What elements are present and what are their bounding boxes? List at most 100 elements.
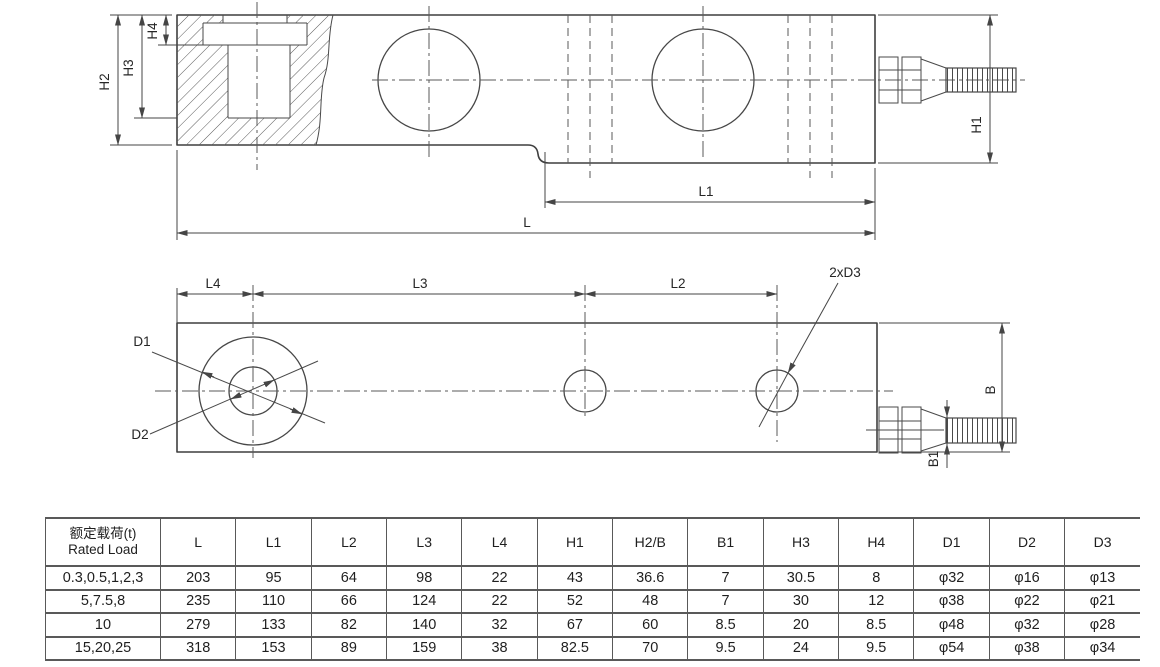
plan-body-outline — [176, 322, 878, 453]
value-cell: 20 — [762, 613, 839, 637]
value-cell: 52 — [536, 589, 613, 613]
rated-load-cell: 0.3,0.5,1,2,3 — [45, 566, 161, 590]
column-header: H1 — [536, 518, 613, 566]
value-cell: 30 — [762, 589, 839, 613]
column-header: L — [159, 518, 236, 566]
value-cell: 30.5 — [762, 566, 839, 590]
dim-label-H1: H1 — [969, 116, 984, 133]
value-cell: φ38 — [988, 636, 1065, 660]
value-cell: 22 — [461, 589, 538, 613]
column-header: D2 — [988, 518, 1065, 566]
value-cell: 133 — [235, 613, 312, 637]
value-cell: φ34 — [1064, 636, 1140, 660]
value-cell: φ22 — [988, 589, 1065, 613]
value-cell: φ21 — [1064, 589, 1140, 613]
dim-L1: L1 — [544, 152, 876, 240]
dim-label-B1: B1 — [926, 451, 941, 468]
value-cell: 203 — [159, 566, 236, 590]
callout-2xD3: 2xD3 — [758, 265, 861, 428]
rated-load-cell: 15,20,25 — [45, 636, 161, 660]
value-cell: 8.5 — [687, 613, 764, 637]
value-cell: 36.6 — [612, 566, 688, 590]
value-cell: 32 — [461, 613, 538, 637]
thread-stud-plan — [945, 417, 1017, 444]
dim-H3: H3 — [121, 14, 177, 119]
dim-L: L — [176, 150, 876, 240]
value-cell: 64 — [310, 566, 387, 590]
value-cell: 153 — [235, 636, 312, 660]
cable-gland-plan — [866, 406, 1017, 454]
column-header: H3 — [762, 518, 839, 566]
value-cell: 89 — [310, 636, 387, 660]
cable-gland-side — [878, 56, 1017, 104]
value-cell: 67 — [536, 613, 613, 637]
value-cell: 22 — [461, 566, 538, 590]
dim-label-H3: H3 — [121, 59, 136, 76]
dim-label-H4: H4 — [145, 22, 160, 40]
value-cell: 318 — [159, 636, 236, 660]
dim-label-L3: L3 — [412, 276, 427, 291]
rated-load-cell: 5,7.5,8 — [45, 589, 161, 613]
hidden-lines — [567, 15, 833, 178]
dim-L4: L4 — [176, 276, 254, 323]
callout-D2: D2 — [131, 360, 319, 442]
rated-load-header-en: Rated Load — [68, 542, 138, 557]
column-header: H4 — [838, 518, 914, 566]
value-cell: 9.5 — [687, 636, 764, 660]
value-cell: φ32 — [913, 566, 990, 590]
rated-load-header: 额定载荷(t) Rated Load — [45, 518, 161, 566]
section-hatch-and-bolt — [177, 14, 334, 146]
value-cell: φ32 — [988, 613, 1065, 637]
side-body-outline — [176, 14, 876, 164]
value-cell: 159 — [386, 636, 462, 660]
column-header: L2 — [310, 518, 387, 566]
callout-D1: D1 — [133, 334, 326, 424]
value-cell: 70 — [612, 636, 688, 660]
value-cell: 140 — [386, 613, 462, 637]
value-cell: 24 — [762, 636, 839, 660]
column-header: D3 — [1064, 518, 1140, 566]
value-cell: 43 — [536, 566, 613, 590]
value-cell: 7 — [687, 589, 764, 613]
value-cell: 9.5 — [838, 636, 914, 660]
value-cell: φ54 — [913, 636, 990, 660]
column-header: D1 — [913, 518, 990, 566]
value-cell: 60 — [612, 613, 688, 637]
value-cell: 124 — [386, 589, 462, 613]
value-cell: φ38 — [913, 589, 990, 613]
value-cell: 110 — [235, 589, 312, 613]
value-cell: 38 — [461, 636, 538, 660]
value-cell: 82.5 — [536, 636, 613, 660]
value-cell: φ48 — [913, 613, 990, 637]
plan-hole-D1 — [198, 336, 308, 446]
value-cell: 7 — [687, 566, 764, 590]
value-cell: 95 — [235, 566, 312, 590]
dim-H1: H1 — [878, 14, 998, 164]
column-header: B1 — [687, 518, 764, 566]
load-cell-drawing: H2 H3 H4 H1 — [97, 2, 1025, 468]
value-cell: 8.5 — [838, 613, 914, 637]
value-cell: 98 — [386, 566, 462, 590]
dim-L2: L2 — [584, 276, 778, 297]
value-cell: φ28 — [1064, 613, 1140, 637]
value-cell: φ16 — [988, 566, 1065, 590]
rated-load-header-zh: 额定载荷(t) — [69, 525, 137, 541]
dim-label-L2: L2 — [670, 276, 685, 291]
dim-H2: H2 — [97, 14, 172, 146]
value-cell: φ13 — [1064, 566, 1140, 590]
value-cell: 82 — [310, 613, 387, 637]
dim-label-2xD3: 2xD3 — [829, 265, 861, 280]
value-cell: 12 — [838, 589, 914, 613]
dim-label-B: B — [983, 385, 998, 394]
value-cell: 235 — [159, 589, 236, 613]
value-cell: 66 — [310, 589, 387, 613]
column-header: L4 — [461, 518, 538, 566]
dim-L3: L3 — [252, 276, 586, 297]
plan-view-drawing: L4 L3 L2 D1 D2 — [131, 265, 1017, 468]
